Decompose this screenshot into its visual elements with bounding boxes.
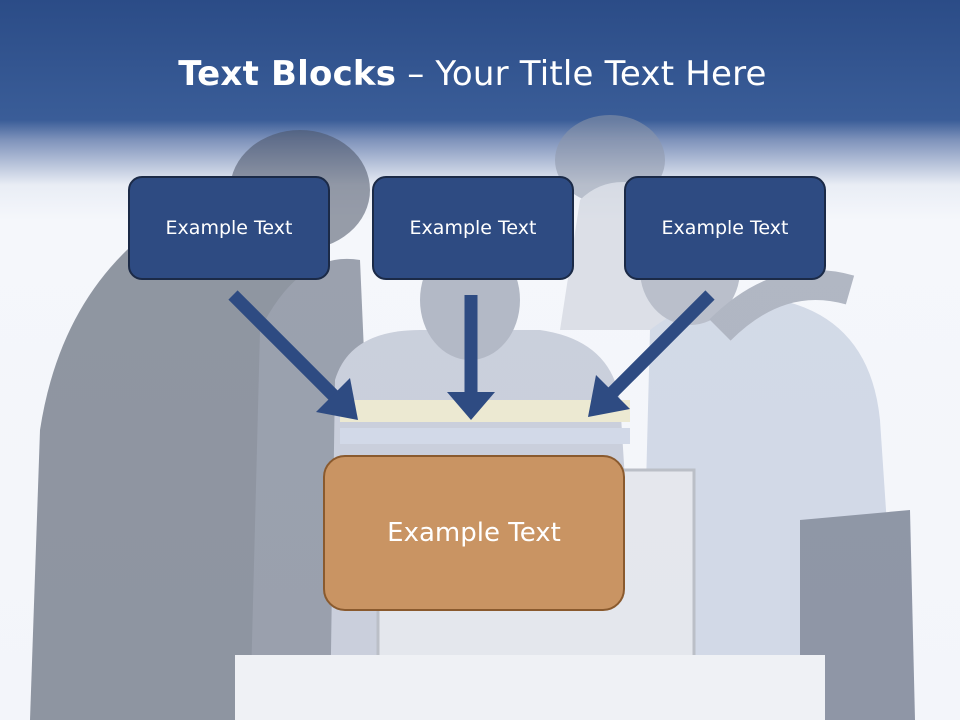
text-block-top-3-label: Example Text <box>661 217 789 239</box>
text-block-top-1[interactable]: Example Text <box>128 176 330 280</box>
title-dash: – <box>396 54 436 94</box>
text-block-top-2-label: Example Text <box>409 217 537 239</box>
text-block-bottom-label: Example Text <box>387 518 561 548</box>
arrow-center <box>447 295 495 420</box>
title-bold: Text Blocks <box>178 54 397 94</box>
text-block-top-3[interactable]: Example Text <box>624 176 826 280</box>
slide-title: Text Blocks – Your Title Text Here <box>0 54 945 94</box>
title-rest: Your Title Text Here <box>435 54 767 94</box>
text-block-bottom[interactable]: Example Text <box>323 455 625 611</box>
text-block-top-1-label: Example Text <box>165 217 293 239</box>
arrow-left <box>228 290 358 420</box>
arrow-right <box>588 290 715 417</box>
text-block-top-2[interactable]: Example Text <box>372 176 574 280</box>
